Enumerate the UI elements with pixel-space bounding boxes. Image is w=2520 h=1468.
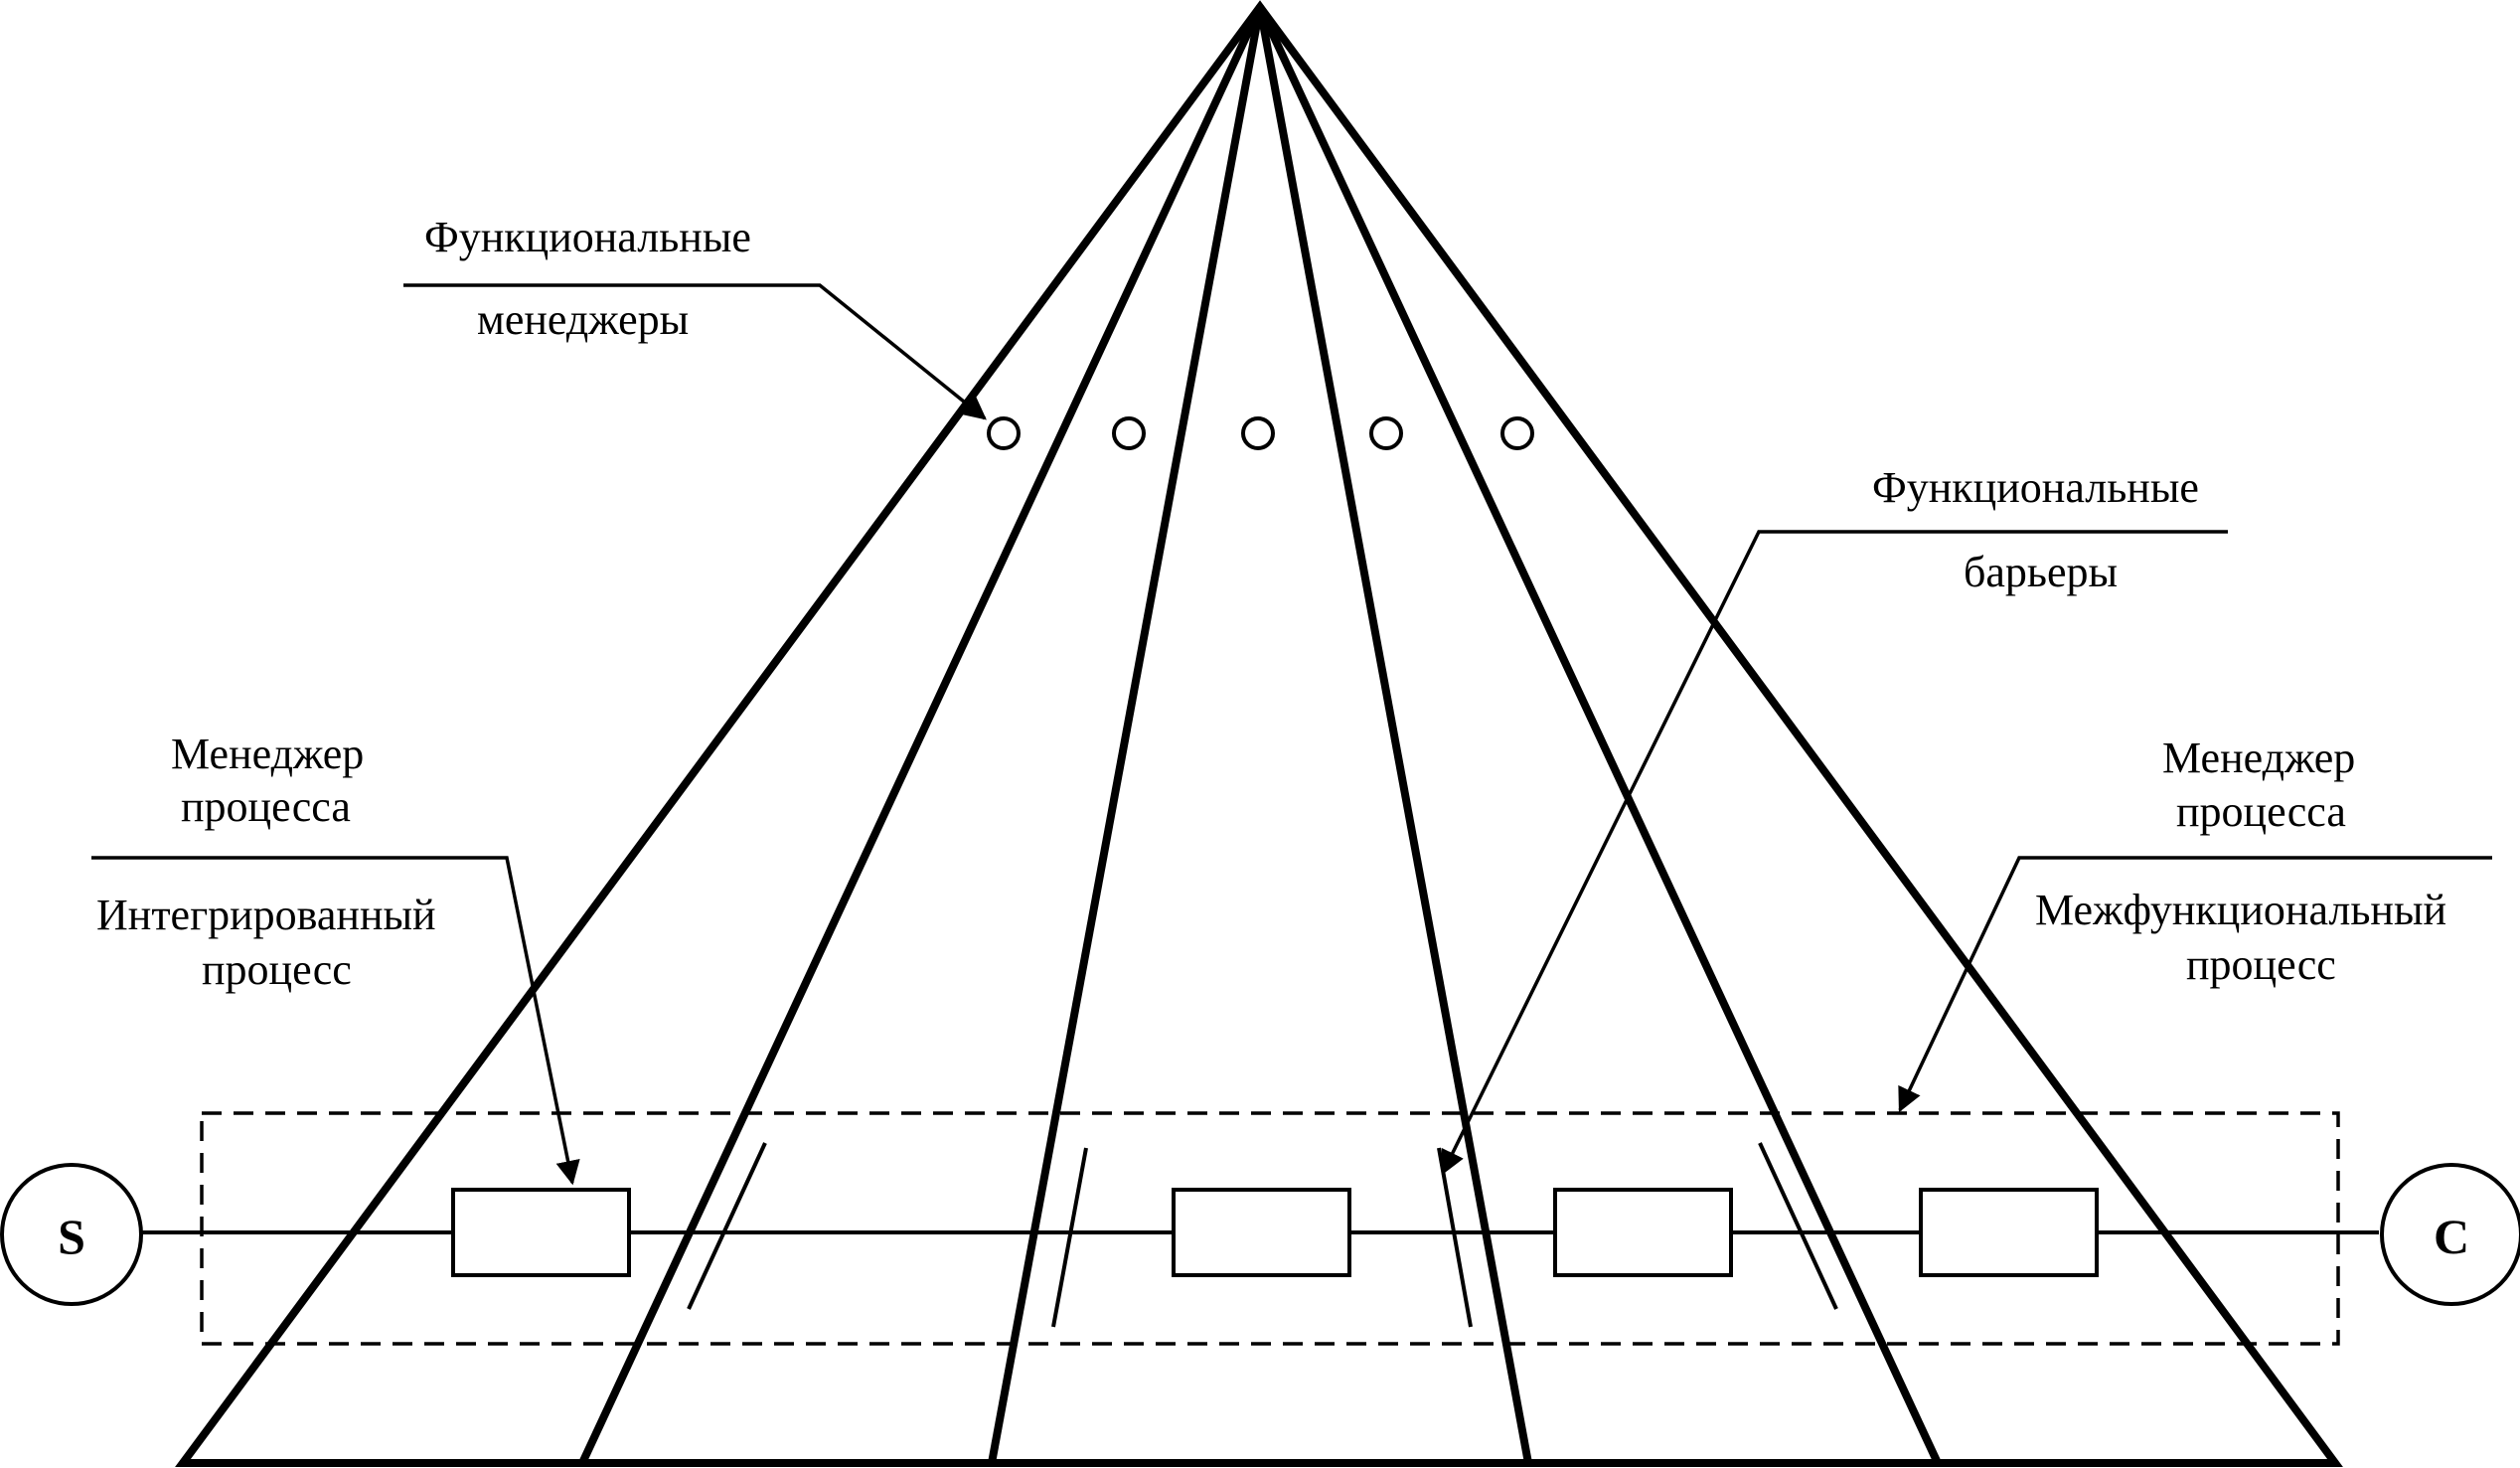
end-node-circle <box>2380 1163 2520 1306</box>
functional-barriers-label-line1: Функциональные <box>1872 463 2199 512</box>
functional-managers <box>987 416 1534 450</box>
cross-functional-process-label-line2: процесс <box>2186 940 2336 989</box>
left-manager-label-line2: процесса <box>181 782 351 831</box>
cross-functional-process-label-line1: Межфункциональный <box>2035 886 2446 934</box>
functional-barrier-1 <box>687 1142 767 1310</box>
functional-manager-1 <box>987 416 1021 450</box>
start-node: S <box>0 1163 143 1306</box>
start-node-label: S <box>58 1209 85 1264</box>
functional-barrier-4 <box>1758 1142 1838 1310</box>
functional-manager-5 <box>1500 416 1534 450</box>
pyramid-outline <box>175 0 2343 1467</box>
pyramid-division-2 <box>988 6 1264 1464</box>
functional-barriers-label-line2: барьеры <box>1964 548 2118 596</box>
left-manager-label-line1: Менеджер <box>171 730 364 778</box>
process-step-2 <box>1172 1188 1351 1277</box>
pyramid-division-4 <box>1256 5 1942 1465</box>
callout-integrated-process: Менеджер процесса Интегрированный процес… <box>91 730 580 1186</box>
process-boundary <box>200 1111 2340 1346</box>
functional-managers-leader <box>403 283 987 420</box>
integrated-process-label-line2: процесс <box>202 945 352 994</box>
pyramid <box>175 0 2343 1467</box>
functional-barriers-leader <box>1441 530 2228 1176</box>
functional-barrier-2 <box>1051 1147 1088 1328</box>
functional-manager-3 <box>1241 416 1275 450</box>
functional-managers-label-line1: Функциональные <box>424 213 751 261</box>
right-manager-label-line1: Менеджер <box>2162 734 2355 782</box>
process-steps <box>451 1188 2099 1277</box>
process-step-3 <box>1553 1188 1733 1277</box>
pyramid-division-3 <box>1256 6 1532 1464</box>
integrated-process-leader <box>91 856 580 1186</box>
end-node: C <box>2380 1163 2520 1306</box>
start-node-circle <box>0 1163 143 1306</box>
process-step-4 <box>1919 1188 2099 1277</box>
callout-functional-barriers: Функциональные барьеры <box>1441 463 2228 1176</box>
functional-manager-4 <box>1369 416 1403 450</box>
process-step-1 <box>451 1188 631 1277</box>
right-manager-label-line2: процесса <box>2176 787 2346 836</box>
cross-functional-process-leader <box>1898 856 2492 1113</box>
integrated-process-label-line1: Интегрированный <box>96 891 436 939</box>
functional-managers-label-line2: менеджеры <box>477 295 689 344</box>
end-node-label: C <box>2434 1209 2469 1264</box>
functional-barrier-3 <box>1437 1147 1473 1328</box>
functional-manager-2 <box>1112 416 1146 450</box>
pyramid-division-1 <box>578 5 1264 1465</box>
functional-barriers <box>687 1142 1838 1328</box>
callout-functional-managers: Функциональные менеджеры <box>403 213 987 420</box>
callout-cross-functional-process: Менеджер процесса Межфункциональный проц… <box>1898 734 2492 1113</box>
